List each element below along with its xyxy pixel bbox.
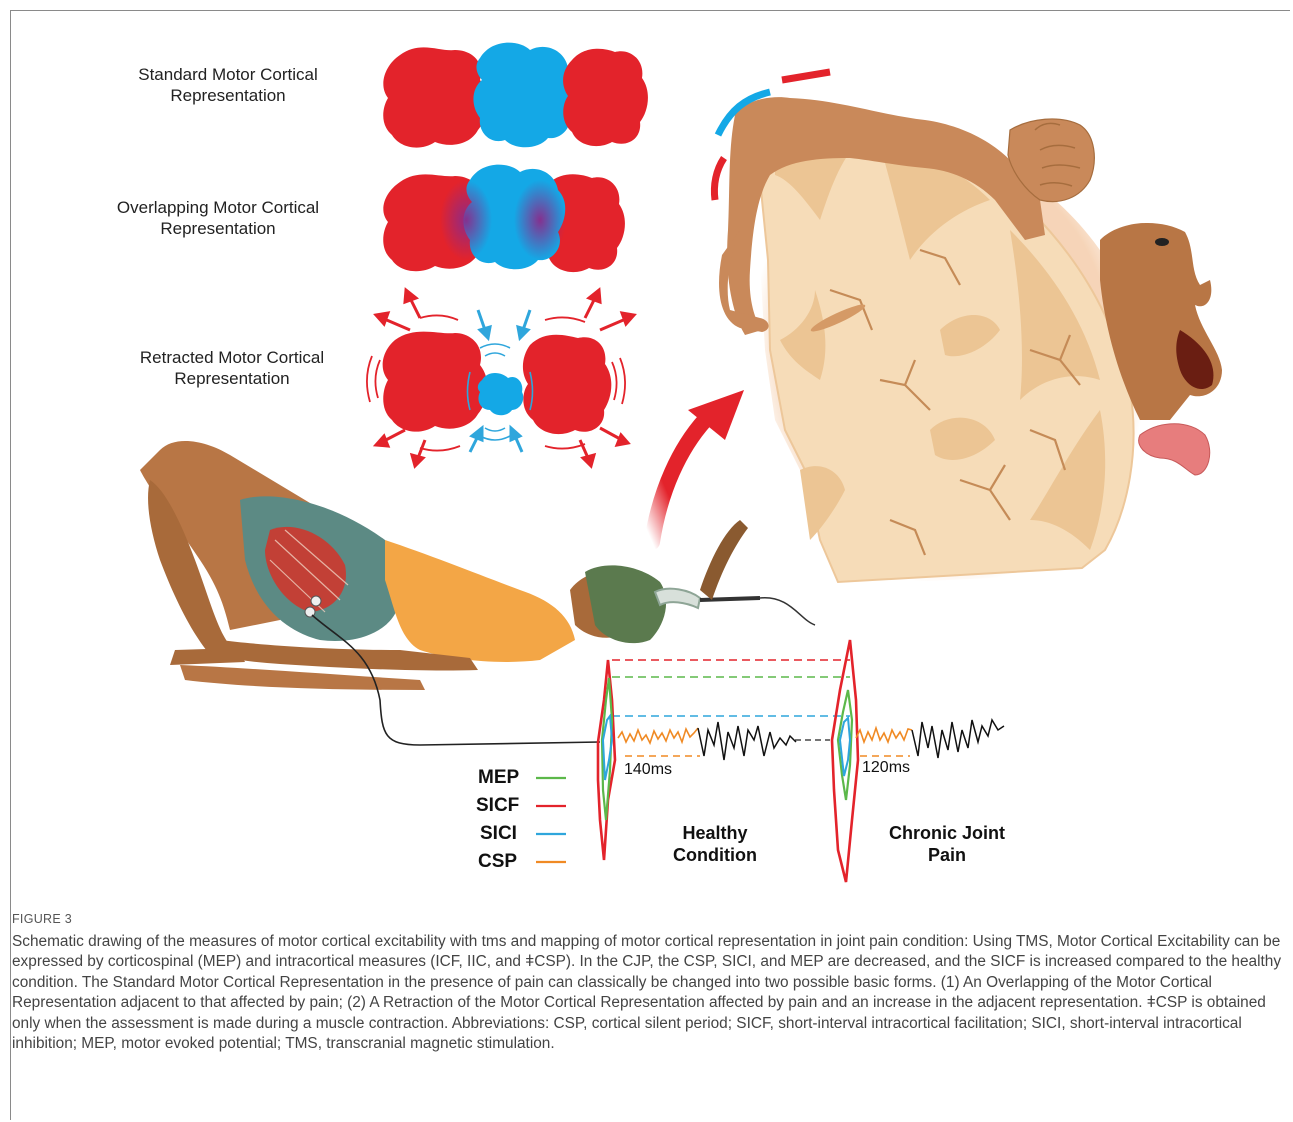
healthy-duration-label: 140ms [624, 761, 672, 779]
retracted-middle-blob [478, 373, 523, 415]
retracted-left-blob [383, 332, 488, 432]
projection-arrow [652, 390, 744, 542]
patient-figure [140, 441, 815, 745]
patient-shirt [385, 540, 575, 662]
retracted-right-blob [523, 335, 611, 434]
standard-right-blob [563, 49, 648, 146]
retracted-representation-label: Retracted Motor Cortical Representation [112, 347, 352, 389]
healthy-condition-label: Healthy Condition [660, 822, 770, 866]
standard-representation-label: Standard Motor Cortical Representation [108, 64, 348, 106]
legend-sicf-label: SICF [476, 795, 519, 817]
homunculus-eye [1155, 238, 1169, 246]
retracted-representation [367, 290, 634, 466]
legend-csp-label: CSP [478, 851, 517, 873]
chronic-joint-pain-label: Chronic Joint Pain [872, 822, 1022, 866]
chronic-csp-trace [856, 728, 912, 742]
figure-caption-title: FIGURE 3 [12, 912, 72, 926]
tms-cable [760, 598, 815, 625]
legend-swatches [536, 778, 566, 862]
chronic-duration-label: 120ms [862, 759, 910, 777]
overlap-zone-right [514, 180, 566, 260]
standard-middle-blob [473, 43, 575, 148]
operator-arm [700, 520, 748, 600]
standard-representation [383, 43, 648, 148]
chronic-baseline-trace [912, 720, 1004, 758]
homunculus-tongue [1139, 424, 1210, 475]
legend-sici-label: SICI [480, 823, 517, 845]
overlap-zone-left [440, 180, 492, 260]
overlapping-representation-label: Overlapping Motor Cortical Representatio… [98, 197, 338, 239]
healthy-csp-trace [618, 728, 698, 743]
tms-coil [655, 589, 700, 608]
legend-mep-label: MEP [478, 767, 519, 789]
brain-section [750, 115, 1151, 585]
tms-handle [700, 598, 760, 600]
healthy-baseline-trace [698, 722, 796, 760]
standard-left-blob [383, 47, 487, 147]
figure-caption-text: Schematic drawing of the measures of mot… [12, 932, 1282, 1054]
overlapping-representation [383, 165, 625, 272]
